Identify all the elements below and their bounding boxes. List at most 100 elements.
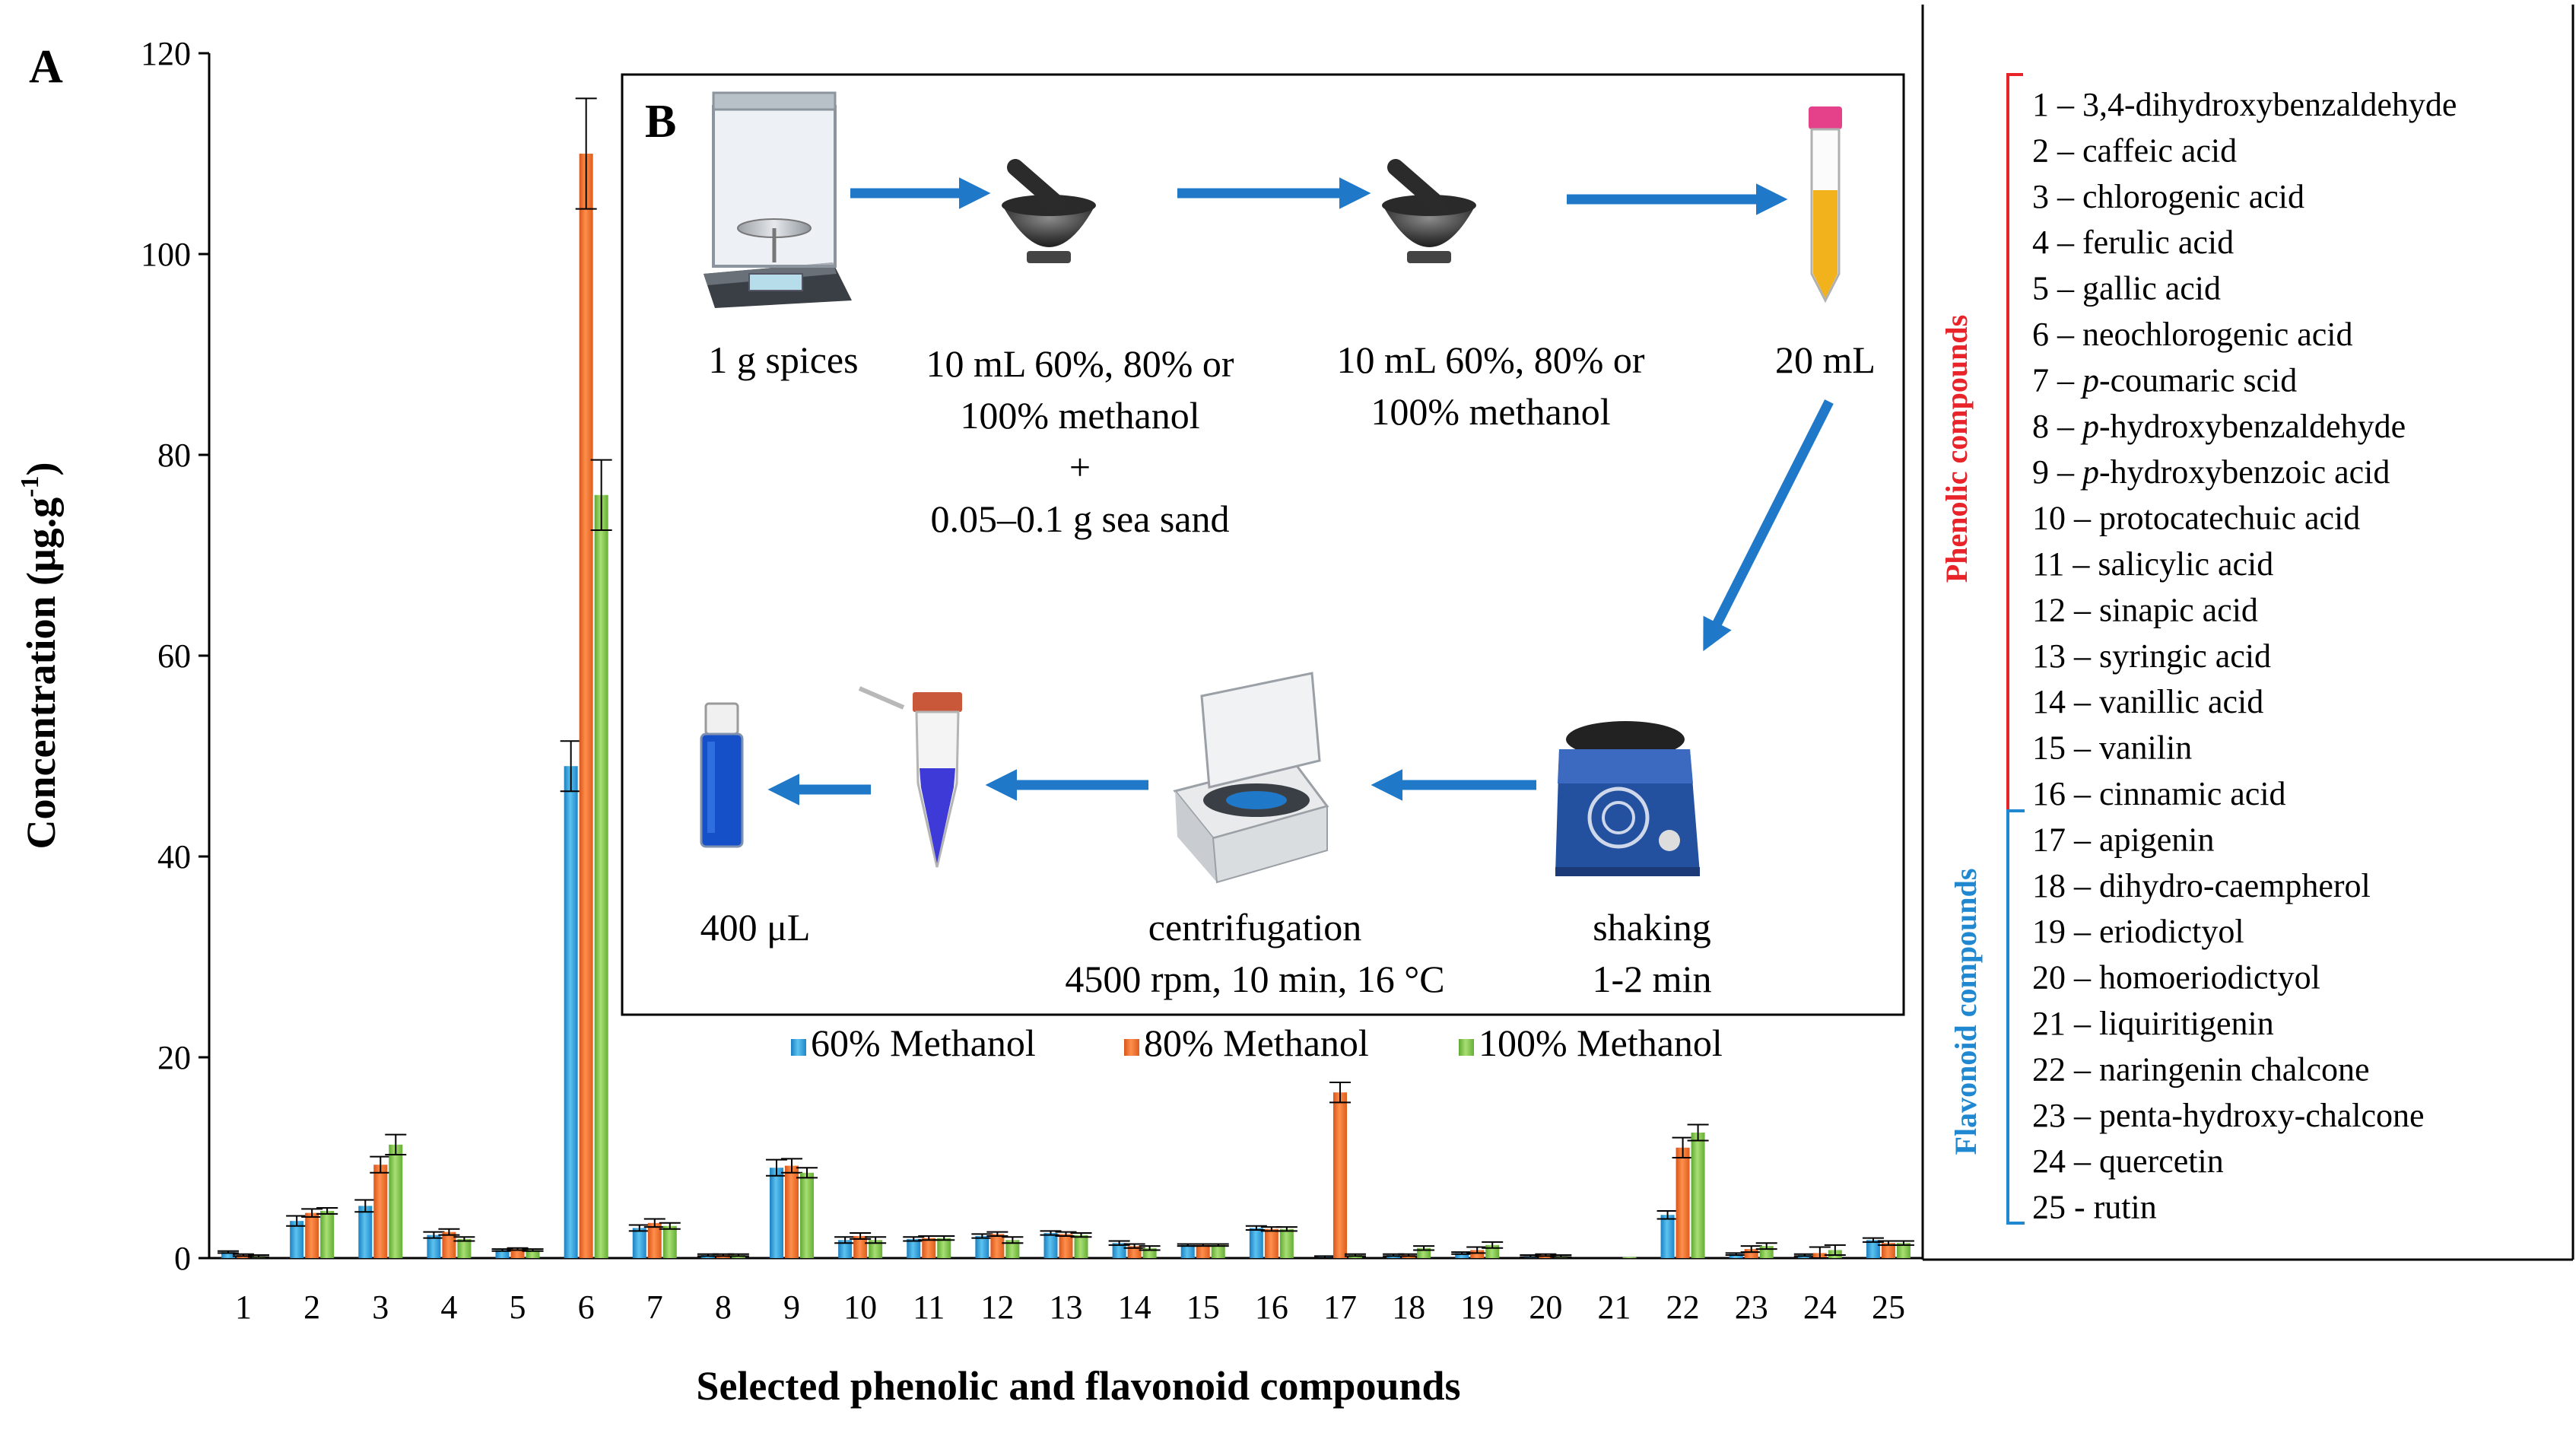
flavonoid-group-label: Flavonoid compounds (1949, 869, 1983, 1155)
bar (1180, 1244, 1195, 1258)
compound-item: 25 - rutin (2032, 1189, 2157, 1226)
bar (373, 1165, 388, 1258)
compound-item: 21 – liquiritigenin (2032, 1005, 2274, 1042)
compound-item: 22 – naringenin chalcone (2032, 1050, 2370, 1088)
compound-item: 4 – ferulic acid (2032, 224, 2234, 261)
x-axis-title: Selected phenolic and flavonoid compound… (696, 1363, 1460, 1409)
bar (907, 1238, 921, 1258)
bar (1043, 1233, 1058, 1258)
compound-item: 16 – cinnamic acid (2032, 775, 2286, 812)
bar (1249, 1228, 1263, 1258)
x-tick-label: 16 (1255, 1289, 1288, 1326)
bar (457, 1238, 472, 1258)
bar (1196, 1244, 1210, 1258)
centrifuge-icon (1173, 672, 1329, 884)
step-label-centrifuge: 4500 rpm, 10 min, 16 °C (1065, 958, 1444, 1000)
x-tick-label: 19 (1460, 1289, 1494, 1326)
arrow-down-left (1703, 399, 1834, 652)
bar (800, 1172, 815, 1258)
chart-legend: 60% Methanol 80% Methanol 100% Methanol (791, 1022, 1723, 1064)
bar (632, 1228, 646, 1258)
y-tick-label: 100 (141, 236, 191, 273)
bar (1211, 1244, 1225, 1258)
bar (662, 1225, 677, 1258)
compound-item: 8 – p-hydroxybenzaldehyde (2032, 408, 2406, 445)
step-label-weigh: 1 g spices (708, 338, 858, 381)
x-tick-label: 23 (1735, 1289, 1768, 1326)
bar (290, 1221, 304, 1258)
step-label-grind2: 10 mL 60%, 80% or (1336, 338, 1644, 381)
y-tick-label: 80 (157, 437, 191, 474)
step-label-grind1: 10 mL 60%, 80% or (926, 342, 1234, 385)
compound-item: 10 – protocatechuic acid (2032, 500, 2360, 537)
balance-icon (704, 91, 852, 308)
x-tick-label: 2 (303, 1289, 320, 1326)
x-tick-label: 17 (1323, 1289, 1357, 1326)
x-tick-label: 14 (1118, 1289, 1151, 1326)
workflow-labels: 1 g spices 10 mL 60%, 80% or 100% methanol… (700, 338, 1876, 1000)
compound-item: 7 – p-coumaric scid (2032, 361, 2297, 399)
compound-item: 3 – chlorogenic acid (2032, 178, 2304, 215)
bar (838, 1240, 853, 1258)
bar (1264, 1228, 1278, 1258)
step-label-shake: 1-2 min (1593, 958, 1712, 1000)
legend-label: 100% Methanol (1479, 1022, 1723, 1064)
bar-series-group (218, 97, 1914, 1259)
bar (785, 1165, 799, 1258)
bar (442, 1231, 456, 1258)
panel-a-label: A (29, 41, 63, 93)
legend-label: 60% Methanol (811, 1022, 1036, 1064)
compound-item: 23 – penta-hydroxy-chalcone (2032, 1097, 2425, 1134)
x-tick-label: 9 (783, 1289, 800, 1326)
compound-item: 9 – p-hydroxybenzoic acid (2032, 453, 2390, 491)
bar (975, 1235, 989, 1258)
bar (869, 1240, 883, 1258)
compound-list: 1 – 3,4-dihydroxybenzaldehyde 2 – caffeic… (2032, 86, 2457, 1226)
x-tick-label: 21 (1597, 1289, 1631, 1326)
x-tick-label: 10 (843, 1289, 877, 1326)
bar (594, 494, 608, 1258)
x-tick-label: 4 (440, 1289, 457, 1326)
legend-swatch (791, 1039, 806, 1056)
vial-icon (700, 702, 744, 848)
legend-swatch (1459, 1039, 1474, 1056)
compound-item: 14 – vanillic acid (2032, 683, 2263, 720)
compound-item: 2 – caffeic acid (2032, 132, 2237, 169)
x-tick-label: 5 (510, 1289, 526, 1326)
bar (358, 1206, 373, 1258)
bar (1059, 1234, 1073, 1258)
bar (389, 1144, 403, 1258)
bar (1112, 1243, 1126, 1258)
bar (1622, 1257, 1637, 1258)
bar (427, 1235, 441, 1258)
falcon-tube-icon (1809, 106, 1842, 303)
compound-item: 17 – apigenin (2032, 821, 2215, 858)
bar (1676, 1147, 1690, 1258)
vortex-mixer-icon (1555, 721, 1700, 876)
step-label-vial: 400 μL (700, 906, 811, 949)
y-tick-label: 60 (157, 637, 191, 675)
bar (579, 154, 593, 1258)
bar (770, 1168, 784, 1258)
x-tick-label: 8 (715, 1289, 732, 1326)
compound-item: 11 – salicylic acid (2032, 545, 2273, 583)
x-tick-label: 11 (913, 1289, 945, 1326)
x-tick-label: 6 (578, 1289, 595, 1326)
compound-item: 1 – 3,4-dihydroxybenzaldehyde (2032, 86, 2457, 123)
compound-item: 6 – neochlorogenic acid (2032, 316, 2353, 353)
bar (1074, 1235, 1088, 1258)
bar (1881, 1243, 1895, 1258)
y-tick-label: 0 (174, 1240, 191, 1277)
y-tick-label: 120 (141, 35, 191, 72)
eppendorf-tube-icon (858, 686, 962, 868)
bar (1729, 1254, 1743, 1258)
step-label-grind1: 100% methanol (960, 394, 1199, 437)
compound-item: 15 – vanilin (2032, 729, 2192, 767)
legend-label: 80% Methanol (1144, 1022, 1369, 1064)
x-tick-label: 12 (980, 1289, 1014, 1326)
compound-item: 20 – homoeriodictyol (2032, 959, 2320, 996)
bar (1455, 1253, 1469, 1258)
x-tick-label: 20 (1529, 1289, 1562, 1326)
